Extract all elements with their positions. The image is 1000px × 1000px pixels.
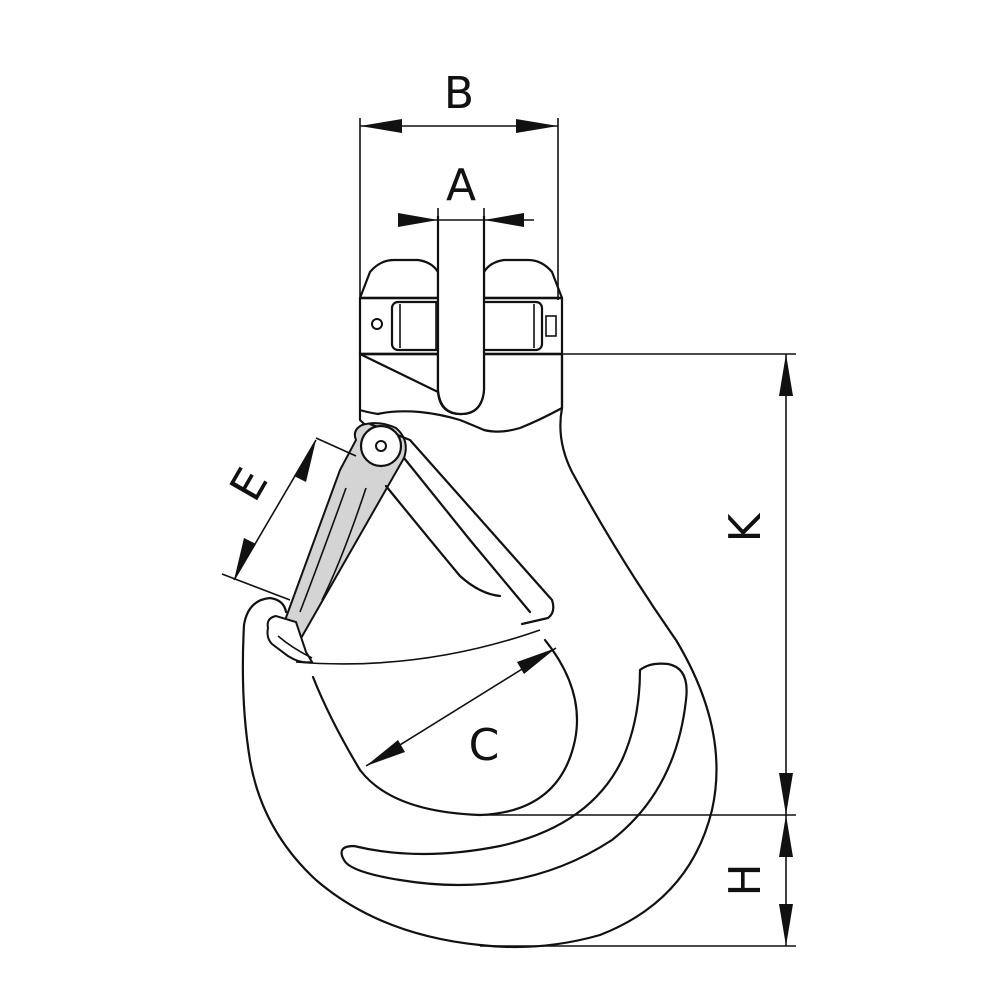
- label-e: E: [220, 460, 278, 510]
- hook-groove: [340, 662, 688, 887]
- dimension-k: K: [480, 353, 796, 816]
- safety-latch: [266, 422, 555, 664]
- hook-body: [241, 352, 718, 949]
- coupling-head-lower: [358, 216, 564, 433]
- label-h: H: [720, 863, 771, 896]
- dimension-h: H: [480, 815, 796, 947]
- label-k: K: [720, 512, 771, 542]
- hook-throat: [358, 638, 579, 817]
- upper-left-block: [358, 258, 440, 300]
- label-c: C: [469, 720, 500, 771]
- dimension-c: C: [295, 629, 557, 771]
- chain-slot: [436, 216, 486, 416]
- label-b: B: [444, 68, 474, 119]
- latch-pivot-hole: [375, 440, 387, 452]
- label-a: A: [446, 160, 476, 211]
- dimension-b: B: [359, 68, 559, 300]
- dimension-a: A: [398, 160, 534, 300]
- upper-right-block: [482, 258, 564, 300]
- pin-lock-dot: [371, 318, 383, 330]
